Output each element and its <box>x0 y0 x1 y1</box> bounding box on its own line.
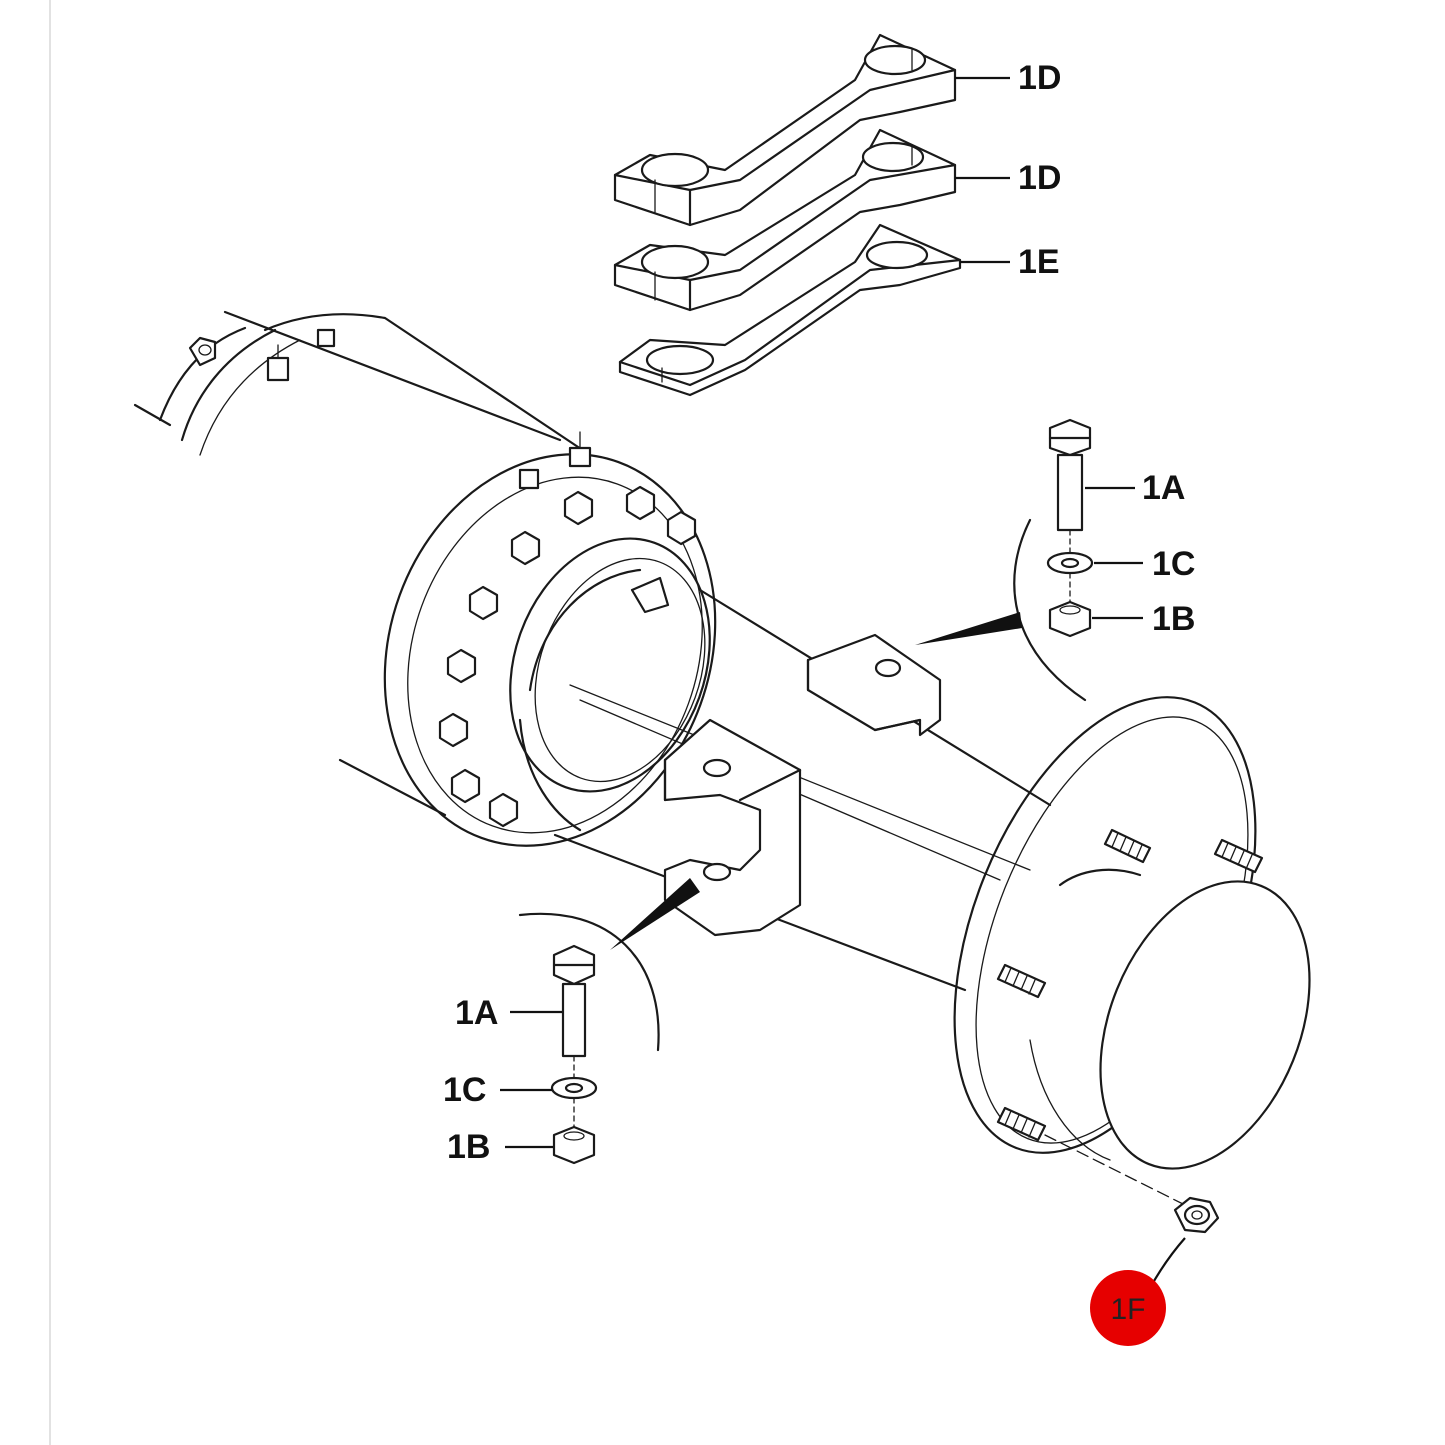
label-nut-left: 1B <box>447 1128 490 1166</box>
label-bolt-left: 1A <box>455 994 498 1032</box>
label-plate-upper: 1D <box>1018 59 1061 97</box>
label-nut-right: 1B <box>1152 600 1195 638</box>
highlight-marker-1f[interactable] <box>1090 1270 1166 1346</box>
wheel-nut <box>1149 1196 1220 1289</box>
plate-upper <box>613 33 957 227</box>
label-wheel-nut: 1F <box>1110 1293 1145 1326</box>
fastener-group-right <box>915 418 1094 702</box>
wheel-studs <box>996 828 1264 1142</box>
leader-lines <box>500 76 1143 1149</box>
label-washer-right: 1C <box>1152 545 1195 583</box>
plate-middle <box>613 128 957 312</box>
label-plate-middle: 1D <box>1018 159 1061 197</box>
fastener-group-left <box>518 878 700 1165</box>
flange-bolts <box>438 485 697 828</box>
label-washer-left: 1C <box>443 1071 486 1109</box>
plate-shim <box>618 223 962 397</box>
axle-housing <box>133 310 1052 992</box>
wheel-hub <box>953 696 1311 1206</box>
label-bolt-right: 1A <box>1142 469 1185 507</box>
label-plate-shim: 1E <box>1018 243 1060 281</box>
